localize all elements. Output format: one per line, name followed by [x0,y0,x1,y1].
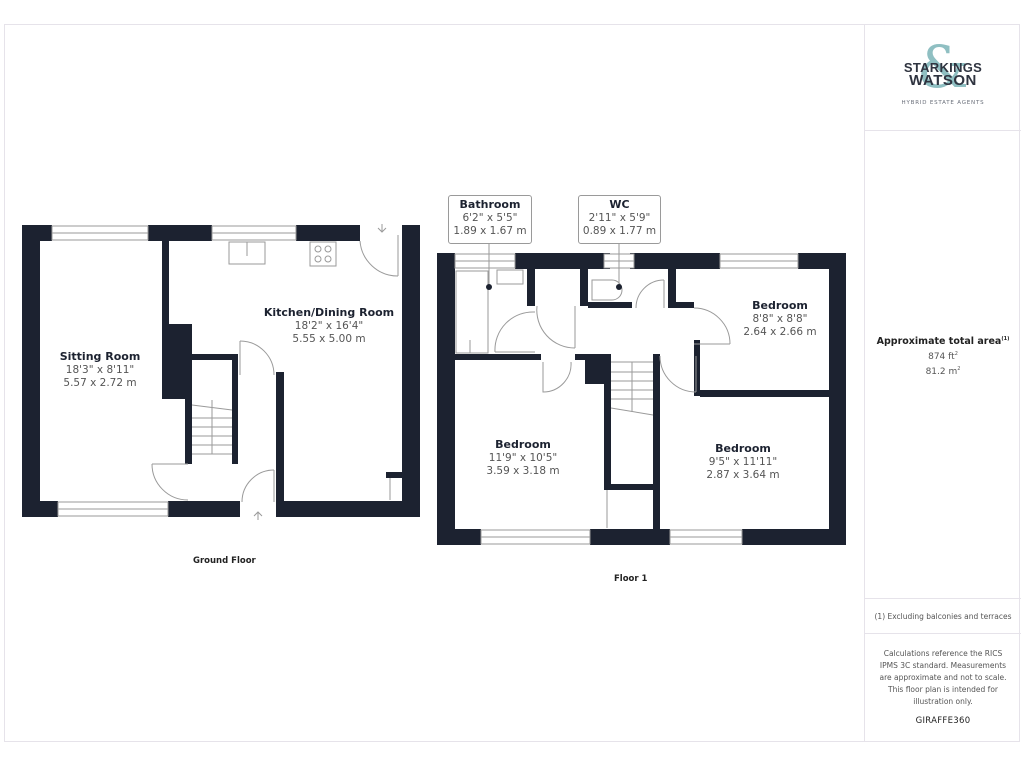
room-dimensions-metric: 2.64 x 2.66 m [743,326,817,338]
ampersand-mark: & [917,33,969,101]
room-dimensions-imperial: 18'3" x 8'11" [65,364,135,376]
room-dimensions-imperial: 8'8" x 8'8" [752,313,808,325]
area-title: Approximate total area(1) [865,336,1021,347]
room-dimensions-imperial: 6'2" x 5'5" [462,212,518,224]
room-dimensions-metric: 3.59 x 3.18 m [486,465,560,477]
info-sidebar: & STARKINGS WATSON HYBRID ESTATE AGENTS … [864,24,1021,742]
room-wc-callout: WC 2'11" x 5'9" 0.89 x 1.77 m [578,195,661,244]
room-kitchen-dining: Kitchen/Dining Room 18'2" x 16'4" 5.55 x… [264,306,394,346]
brand-name-line1: STARKINGS [903,60,983,75]
room-dimensions-metric: 0.89 x 1.77 m [582,225,657,237]
logo-section: & STARKINGS WATSON HYBRID ESTATE AGENTS [865,24,1021,131]
room-dimensions-imperial: 2'11" x 5'9" [588,212,651,224]
exclusion-note-section: (1) Excluding balconies and terraces [865,598,1021,634]
exclusion-note: (1) Excluding balconies and terraces [874,612,1012,621]
room-name: Kitchen/Dining Room [263,306,395,319]
room-dimensions-metric: 2.87 x 3.64 m [706,469,780,481]
area-title-text: Approximate total area [876,336,1002,348]
room-dimensions-metric: 5.55 x 5.00 m [292,333,366,345]
room-dimensions-imperial: 18'2" x 16'4" [294,320,364,332]
room-dimensions-metric: 5.57 x 2.72 m [63,377,137,389]
room-name: WC [609,198,630,211]
area-sqft: 874 ft2 [865,351,1021,362]
floor-1-label: Floor 1 [614,574,648,584]
ground-floor-label: Ground Floor [193,556,256,566]
sqm-sup: 2 [957,366,961,373]
room-dimensions-imperial: 11'9" x 10'5" [488,452,558,464]
area-section: Approximate total area(1) 874 ft2 81.2 m… [865,24,1021,377]
room-bathroom-callout: Bathroom 6'2" x 5'5" 1.89 x 1.67 m [448,195,532,244]
brand-tagline: HYBRID ESTATE AGENTS [901,100,985,106]
disclaimer-text: Calculations reference the RICS IPMS 3C … [879,649,1007,706]
room-bedroom-1: Bedroom 11'9" x 10'5" 3.59 x 3.18 m [486,438,559,478]
disclaimer-section: Calculations reference the RICS IPMS 3C … [865,648,1021,726]
room-name: Bedroom [752,299,808,312]
room-dimensions-metric: 1.89 x 1.67 m [453,225,527,237]
brand-name-line2: WATSON [909,72,977,89]
floor-plan-drawing [22,224,846,545]
room-name: Bedroom [495,438,551,451]
area-sqm-value: 81.2 m [925,367,958,378]
provider-brand: GIRAFFE360 [915,716,971,726]
page-frame [4,24,1020,742]
sqft-sup: 2 [954,351,958,358]
room-bedroom-3: Bedroom 9'5" x 11'11" 2.87 x 3.64 m [706,442,779,482]
room-name: Bathroom [459,198,521,211]
room-sitting-room: Sitting Room 18'3" x 8'11" 5.57 x 2.72 m [60,350,141,390]
room-bedroom-2: Bedroom 8'8" x 8'8" 2.64 x 2.66 m [743,299,816,339]
brand-logo: & STARKINGS WATSON HYBRID ESTATE AGENTS [865,24,1021,130]
area-sqm: 81.2 m2 [865,366,1021,377]
room-name: Bedroom [715,442,771,455]
footnote-marker: (1) [1001,336,1010,342]
room-dimensions-imperial: 9'5" x 11'11" [708,456,778,468]
room-name: Sitting Room [59,350,141,363]
area-sqft-value: 874 ft [928,352,955,363]
